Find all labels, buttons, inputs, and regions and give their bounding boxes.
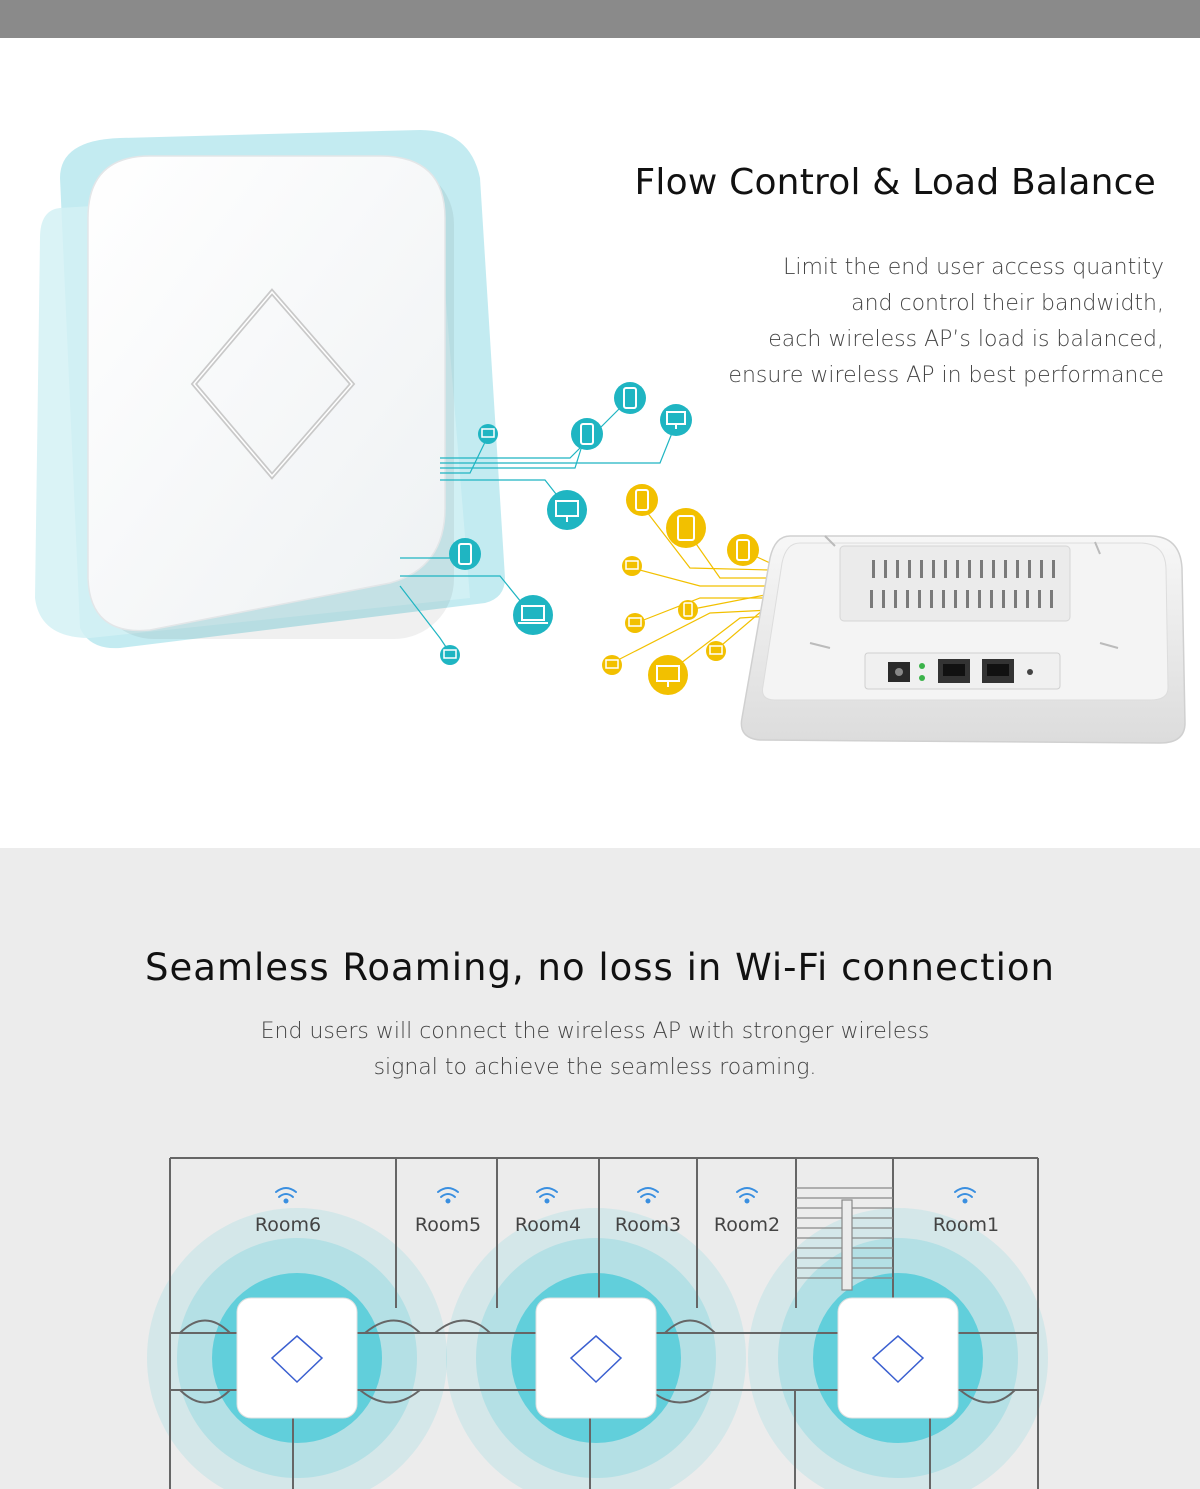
room-label-room6: Room6 <box>254 1214 322 1236</box>
phone-icon <box>571 418 603 450</box>
floor-plan-diagram <box>147 1157 1048 1489</box>
section-title: Flow Control & Load Balance <box>634 162 1156 203</box>
laptop-icon <box>625 613 645 633</box>
teal-device-icons <box>440 382 692 665</box>
description-line: Limit the end user access quantity <box>783 255 1164 280</box>
room-label-room5: Room5 <box>414 1214 482 1236</box>
yellow-device-icons <box>602 484 759 695</box>
monitor-icon <box>440 645 460 665</box>
description-line: End users will connect the wireless AP w… <box>260 1019 930 1044</box>
flow-control-section: Flow Control & Load Balance Limit the en… <box>0 38 1200 848</box>
wifi-icon <box>637 1187 659 1204</box>
wifi-icon <box>437 1187 459 1204</box>
staircase <box>796 1187 893 1291</box>
monitor-icon <box>547 490 587 530</box>
section-description: End users will connect the wireless AP w… <box>200 1014 990 1086</box>
wifi-icons <box>275 1187 976 1204</box>
wifi-icon <box>954 1187 976 1204</box>
laptop-icon <box>513 595 553 635</box>
phone-icon <box>449 538 481 570</box>
top-banner-strip <box>0 0 1200 38</box>
access-point-room-6 <box>236 1297 358 1419</box>
access-point-room-4 <box>535 1297 657 1419</box>
wifi-icon <box>736 1187 758 1204</box>
monitor-icon <box>706 641 726 661</box>
seamless-roaming-section: Seamless Roaming, no loss in Wi-Fi conne… <box>0 848 1200 1489</box>
phone-icon <box>727 534 759 566</box>
laptop-icon <box>478 424 498 444</box>
tablet-icon <box>666 508 706 548</box>
room-label-room1: Room1 <box>932 1214 1000 1236</box>
phone-icon <box>678 600 698 620</box>
monitor-icon <box>648 655 688 695</box>
access-point-room-1 <box>837 1297 959 1419</box>
room-label-room4: Room4 <box>514 1214 582 1236</box>
description-line: each wireless AP’s load is balanced, <box>768 327 1164 352</box>
laptop-icon <box>622 556 642 576</box>
section-description: Limit the end user access quantity and c… <box>604 250 1164 394</box>
access-point-back <box>740 535 1186 744</box>
phone-icon <box>614 382 646 414</box>
wifi-icon <box>536 1187 558 1204</box>
laptop-icon <box>602 655 622 675</box>
description-line: and control their bandwidth, <box>851 291 1164 316</box>
section-title: Seamless Roaming, no loss in Wi-Fi conne… <box>145 946 1055 989</box>
wifi-icon <box>275 1187 297 1204</box>
phone-icon <box>626 484 658 516</box>
description-line: signal to achieve the seamless roaming. <box>373 1055 817 1080</box>
flow-control-illustration <box>35 130 1186 744</box>
description-line: ensure wireless AP in best performance <box>728 363 1164 388</box>
room-label-room3: Room3 <box>614 1214 682 1236</box>
monitor-icon <box>660 404 692 436</box>
room-label-room2: Room2 <box>713 1214 781 1236</box>
access-point-front <box>87 155 454 639</box>
